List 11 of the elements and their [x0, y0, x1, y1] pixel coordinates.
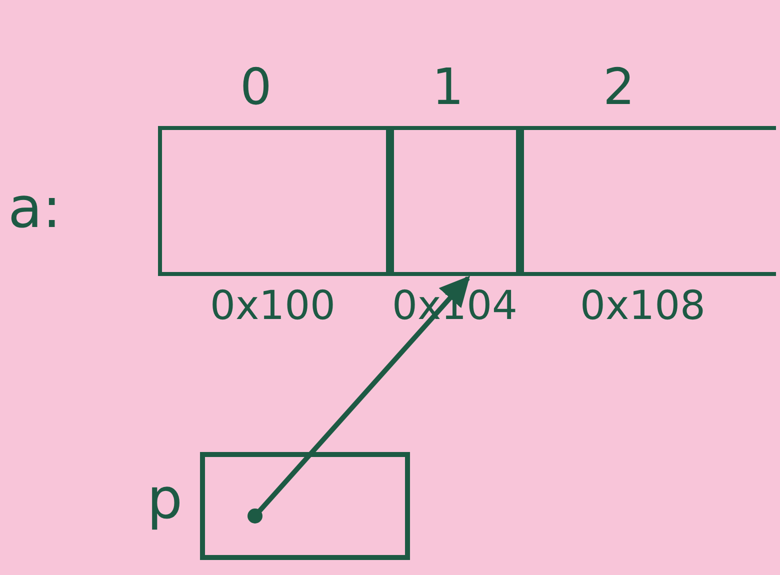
- index-label: 1: [432, 62, 464, 112]
- index-label: 2: [603, 62, 635, 112]
- array-cell: [158, 126, 390, 276]
- variable-label: a:: [8, 181, 62, 237]
- address-label: 0x100: [210, 286, 336, 326]
- index-label: 0: [240, 62, 272, 112]
- address-label: 0x108: [580, 286, 706, 326]
- variable-label: p: [147, 472, 183, 528]
- array-cell: [390, 126, 520, 276]
- pointer-arrow: [248, 276, 470, 524]
- array-cell: [520, 126, 776, 276]
